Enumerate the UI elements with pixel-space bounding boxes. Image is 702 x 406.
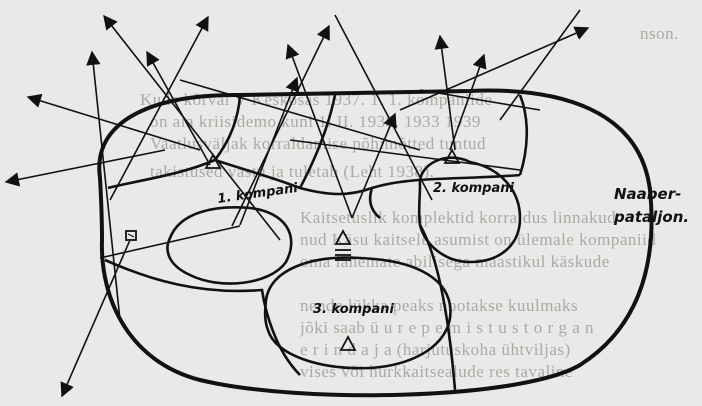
boundary-line [518, 94, 529, 176]
bg-text-line: nende lükka peaks nootakse kuulmaks [300, 296, 579, 315]
boundary-line [368, 187, 381, 220]
arrow-icon [26, 93, 201, 151]
battalion-area-outline [97, 88, 654, 398]
bg-text-line: takistused vastu ja tuletab (Leht 1938). [150, 162, 435, 181]
company-1-label: 1. kompani [216, 181, 299, 207]
company-3-area [263, 256, 452, 370]
bg-text-line: e r i n d a j a (harjutuskoha ühtviljas) [300, 340, 571, 359]
neighbor-battalion-label-line2: pataljon. [613, 208, 689, 226]
bg-text-line: vises või hurkkaitsealude res tavaline [300, 362, 573, 381]
arrow-icon [449, 53, 487, 151]
arrow-icon [351, 112, 397, 219]
arrow-line [499, 9, 581, 121]
triangle-position-icon [204, 153, 222, 169]
arrow-icon [231, 24, 330, 227]
flag-marker-icon [125, 230, 137, 241]
company-2-label: 2. kompani [433, 181, 515, 196]
arrow-line [334, 14, 433, 201]
arrow-line [179, 79, 421, 151]
bg-text-line: oma lähemate abilisega maastikul käskude [300, 252, 610, 271]
triangle-position-icon [443, 148, 461, 164]
arrow-icon [4, 149, 166, 187]
arrow-icon [103, 14, 281, 241]
neighbor-battalion-label-line1: Naaber- [614, 185, 681, 203]
boundary-line [298, 94, 337, 189]
bg-text-line: Kaitsetuslik komplektid korraldus linnak… [300, 208, 617, 227]
bg-text-line: nson. [640, 24, 679, 43]
boundary-line [104, 258, 301, 376]
bg-text-line: nud Käsu kaitsele asumist on ülemale kom… [300, 230, 657, 249]
arrow-icon [239, 76, 300, 226]
arrow-icon [146, 50, 211, 166]
observation-arrows [4, 9, 590, 398]
triangle-position-icon [334, 229, 352, 245]
arrow-icon [109, 15, 209, 201]
company-2-area [417, 156, 522, 264]
position-markers [204, 148, 461, 351]
triangle-position-icon [339, 335, 357, 351]
arrow-icon [285, 43, 353, 219]
boundary-line [213, 95, 242, 161]
company-3-label: 3. kompani [313, 302, 395, 317]
arrow-line [99, 225, 241, 259]
company-1-reserve-area [166, 206, 293, 285]
